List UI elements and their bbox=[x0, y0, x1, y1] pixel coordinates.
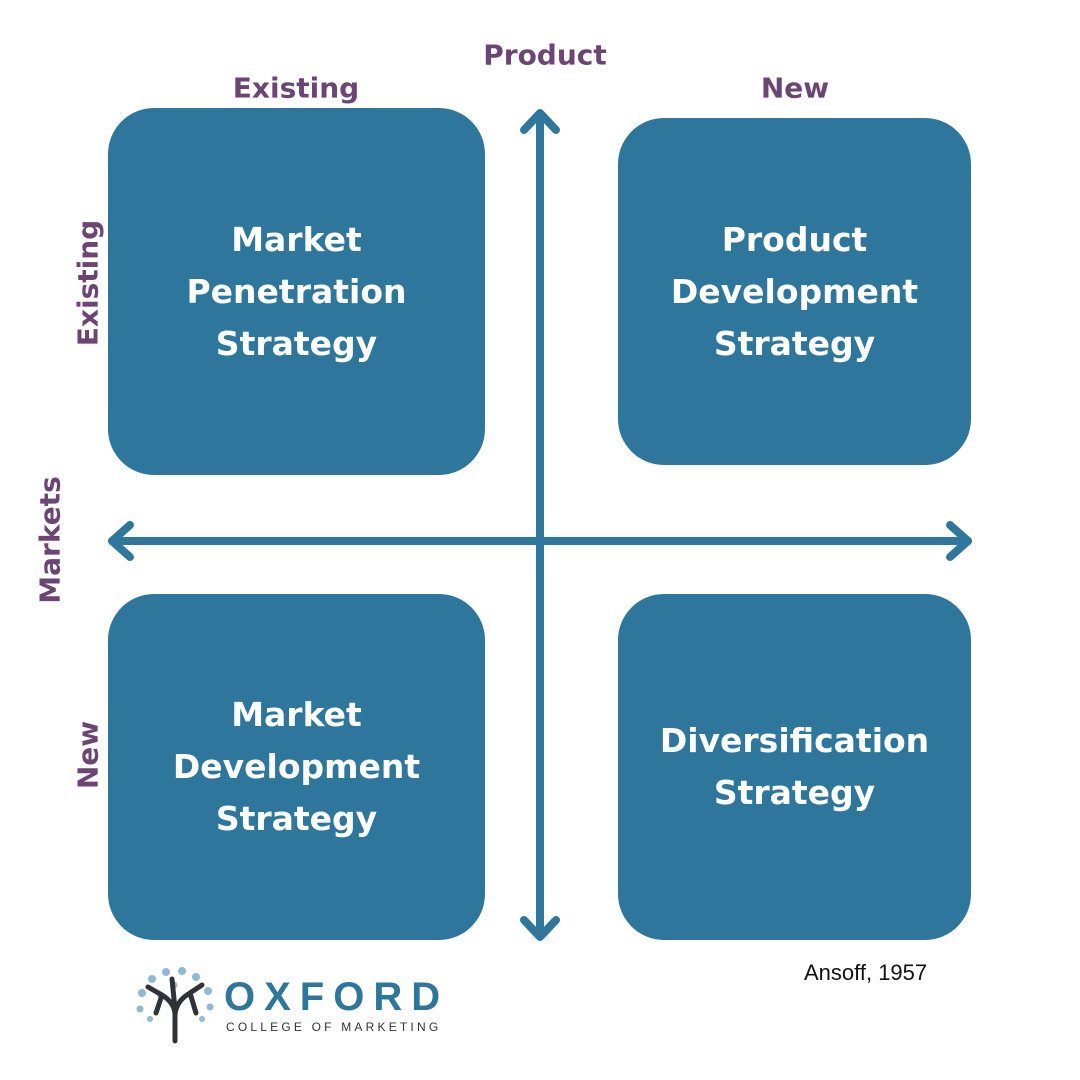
quadrant-line: Strategy bbox=[713, 773, 876, 812]
quadrant-line: Strategy bbox=[215, 799, 378, 838]
tree-icon bbox=[136, 967, 214, 1044]
arrow-down-icon bbox=[520, 916, 560, 941]
quadrant-line: Development bbox=[670, 271, 919, 311]
logo-tagline: COLLEGE OF MARKETING bbox=[226, 1020, 442, 1034]
quadrant-line: Diversification bbox=[659, 721, 930, 760]
markets-new-label: New bbox=[71, 720, 105, 790]
quadrant-line: Market bbox=[231, 695, 362, 734]
quadrant-line: Strategy bbox=[215, 323, 378, 363]
arrow-right-icon bbox=[946, 521, 972, 561]
quadrant-line: Strategy bbox=[713, 323, 876, 363]
markets-axis-label: Markets bbox=[33, 476, 67, 604]
product-new-label: New bbox=[760, 71, 830, 105]
logo-name: OXFORD bbox=[224, 975, 450, 1019]
product-existing-label: Existing bbox=[232, 71, 360, 105]
quadrant-line: Market bbox=[231, 219, 362, 259]
product-axis-label: Product bbox=[483, 38, 607, 72]
quadrant-line: Development bbox=[172, 747, 421, 786]
citation: Ansoff, 1957 bbox=[804, 960, 928, 985]
quadrant-line: Penetration bbox=[186, 271, 407, 311]
quadrant-line: Product bbox=[721, 219, 868, 259]
arrow-left-icon bbox=[108, 521, 134, 561]
oxford-logo: OXFORD COLLEGE OF MARKETING bbox=[132, 965, 440, 1045]
markets-existing-label: Existing bbox=[71, 219, 105, 347]
arrow-up-icon bbox=[520, 109, 560, 134]
